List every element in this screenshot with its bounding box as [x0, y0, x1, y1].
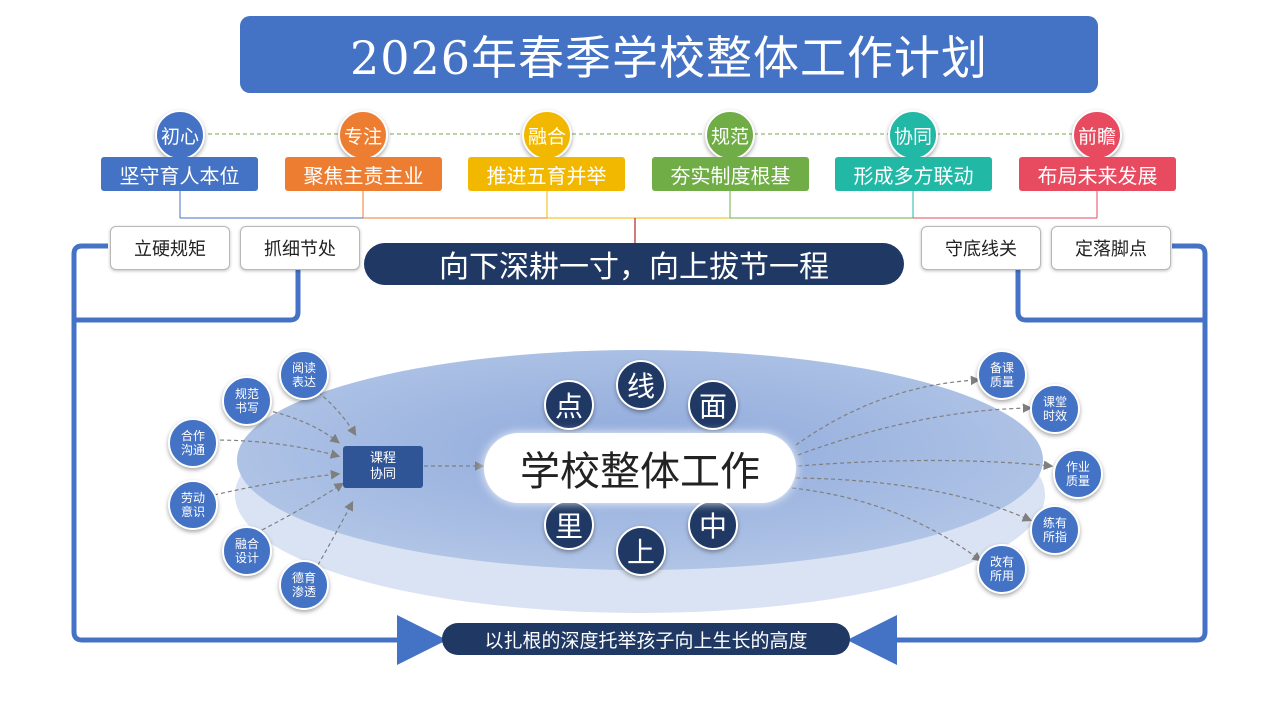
pillar-circle-3: 融合 [522, 110, 572, 160]
right-connector [1015, 268, 1205, 323]
node-class: 课堂 时效 [1030, 384, 1080, 434]
node-integration: 融合 设计 [222, 526, 272, 576]
node-correction: 改有 所用 [977, 544, 1027, 594]
node-homework: 作业 质量 [1053, 449, 1103, 499]
pillar-circle-5: 协同 [888, 110, 938, 160]
pillar-label-6: 布局未来发展 [1019, 157, 1176, 191]
pillar-tree-lines [179, 191, 1098, 244]
pillar-label-2: 聚焦主责主业 [285, 157, 442, 191]
pillar-label-3: 推进五育并举 [468, 157, 625, 191]
motto-banner: 向下深耕一寸，向上拔节一程 [364, 243, 904, 285]
node-practice: 练有 所指 [1030, 505, 1080, 555]
page-title: 2026年春季学校整体工作计划 [349, 30, 989, 85]
char-line: 线 [616, 360, 666, 410]
char-point: 点 [544, 380, 594, 430]
right-box-1: 守底线关 [921, 226, 1041, 270]
pillar-label-5: 形成多方联动 [835, 157, 992, 191]
char-middle: 中 [688, 500, 738, 550]
node-prep: 备课 质量 [977, 350, 1027, 400]
right-bracket-arrow [847, 243, 1208, 665]
pillar-circle-2: 专注 [338, 110, 388, 160]
node-reading: 阅读 表达 [279, 350, 329, 400]
right-box-2: 定落脚点 [1051, 226, 1171, 270]
node-moral: 德育 渗透 [279, 560, 329, 610]
center-label: 学校整体工作 [484, 433, 796, 503]
pillar-circle-6: 前瞻 [1072, 110, 1122, 160]
node-cooperation: 合作 沟通 [168, 418, 218, 468]
pillar-label-4: 夯实制度根基 [652, 157, 809, 191]
bottom-banner: 以扎根的深度托举孩子向上生长的高度 [442, 623, 850, 655]
pillar-circle-1: 初心 [155, 110, 205, 160]
char-surface: 面 [688, 380, 738, 430]
right-node-arrows [791, 375, 1054, 562]
pillar-label-1: 坚守育人本位 [101, 157, 258, 191]
char-up: 上 [616, 526, 666, 576]
left-node-arrows [212, 391, 357, 566]
title-bar: 2026年春季学校整体工作计划 [240, 16, 1098, 93]
char-inside: 里 [544, 500, 594, 550]
left-box-2: 抓细节处 [240, 226, 360, 270]
pillar-circle-4: 规范 [705, 110, 755, 160]
left-bracket-arrow [71, 243, 447, 665]
course-box: 课程 协同 [343, 446, 423, 488]
node-writing: 规范 书写 [222, 376, 272, 426]
left-box-1: 立硬规矩 [110, 226, 230, 270]
node-labor: 劳动 意识 [168, 480, 218, 530]
left-connector [74, 268, 301, 323]
